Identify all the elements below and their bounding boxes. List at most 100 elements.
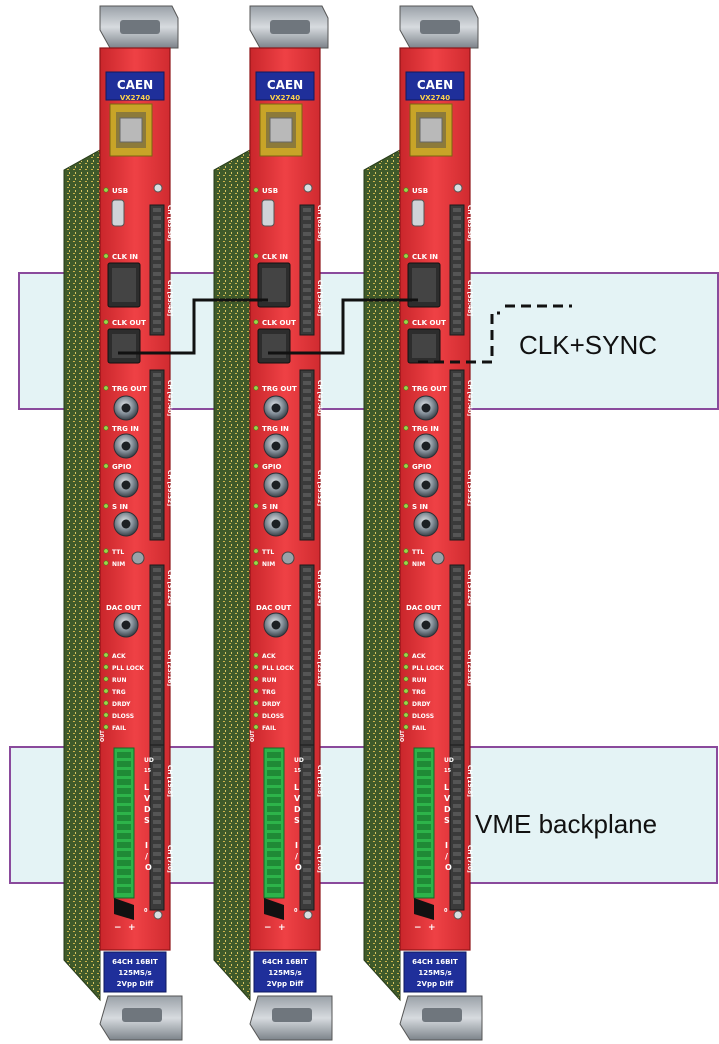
status-led [404, 504, 408, 508]
channel-pin [453, 804, 461, 808]
channel-pin [453, 584, 461, 588]
terminal-screw [417, 851, 431, 857]
channel-pin [303, 592, 311, 596]
dac-out-label: DAC OUT [406, 604, 441, 612]
channel-pin [153, 264, 161, 268]
channel-pin [153, 608, 161, 612]
terminal-screw [117, 851, 131, 857]
handle-slot [270, 20, 310, 34]
channel-pin [303, 208, 311, 212]
zero-label: 0 [144, 908, 148, 914]
channel-pin [453, 616, 461, 620]
channel-pin [153, 493, 161, 497]
status-led [254, 713, 258, 717]
dac-out-label: DAC OUT [256, 604, 291, 612]
zero-label: 0 [444, 908, 448, 914]
plus-label: + [278, 923, 286, 933]
channel-pin [303, 876, 311, 880]
brand-label: CAEN [417, 78, 453, 92]
channel-pin [453, 632, 461, 636]
handle-slot [272, 1008, 312, 1022]
spec-line: 64CH 16BIT [262, 958, 308, 966]
channel-pin [453, 469, 461, 473]
channel-label: CH [55:48] [316, 280, 323, 316]
bnc-pin [272, 404, 281, 413]
trg-out-label: TRG OUT [412, 385, 447, 393]
channel-pin [453, 728, 461, 732]
status-led-label: DLOSS [262, 713, 284, 720]
channel-pin [153, 720, 161, 724]
channel-pin [153, 772, 161, 776]
bnc-pin [272, 621, 281, 630]
io-letter: O [145, 863, 152, 872]
channel-pin [303, 320, 311, 324]
channel-pin [153, 272, 161, 276]
channel-pin [453, 780, 461, 784]
channel-label: CH [15:8] [466, 765, 473, 797]
s-in-label: S IN [412, 503, 428, 511]
status-led [254, 320, 258, 324]
channel-pin [453, 836, 461, 840]
terminal-screw [417, 779, 431, 785]
channel-pin [303, 780, 311, 784]
channel-pin [303, 672, 311, 676]
channel-pin [453, 860, 461, 864]
status-led [404, 725, 408, 729]
channel-pin [153, 828, 161, 832]
channel-pin [453, 477, 461, 481]
ethernet-jack [420, 118, 442, 142]
bnc-pin [122, 404, 131, 413]
usb-port [412, 200, 424, 226]
channel-pin [153, 509, 161, 513]
ttl-label: TTL [112, 549, 124, 556]
channel-pin [153, 688, 161, 692]
panel-screw [454, 911, 462, 919]
clk-out-label: CLK OUT [412, 319, 446, 327]
status-led [254, 386, 258, 390]
status-led [104, 677, 108, 681]
channel-pin [303, 304, 311, 308]
status-led [254, 701, 258, 705]
io-letter: / [295, 852, 298, 861]
terminal-screw [267, 833, 281, 839]
channel-pin [453, 720, 461, 724]
io-letter: O [295, 863, 302, 872]
channel-pin [453, 453, 461, 457]
terminal-screw [267, 797, 281, 803]
spec-line: 2Vpp Diff [267, 980, 304, 988]
panel-screw [154, 184, 162, 192]
channel-pin [453, 429, 461, 433]
channel-pin [453, 788, 461, 792]
channel-pin [303, 493, 311, 497]
brand-label: CAEN [267, 78, 303, 92]
channel-pin [303, 640, 311, 644]
channel-pin [303, 852, 311, 856]
clk-in-label: CLK IN [262, 253, 288, 261]
channel-pin [453, 664, 461, 668]
terminal-screw [417, 869, 431, 875]
channel-pin [453, 764, 461, 768]
ttl-nim-selector [132, 552, 144, 564]
terminal-screw [117, 878, 131, 884]
channel-pin [303, 836, 311, 840]
terminal-screw [117, 797, 131, 803]
channel-pin [153, 624, 161, 628]
ttl-label: TTL [412, 549, 424, 556]
channel-pin [153, 696, 161, 700]
channel-label: CH [55:48] [166, 280, 173, 316]
channel-pin [453, 772, 461, 776]
terminal-screw [117, 788, 131, 794]
model-label: VX2740 [420, 94, 450, 102]
status-led [404, 689, 408, 693]
terminal-screw [117, 842, 131, 848]
minus-label: − [414, 923, 422, 933]
status-led [104, 701, 108, 705]
channel-pin [453, 608, 461, 612]
bnc-pin [122, 481, 131, 490]
channel-pin [153, 216, 161, 220]
channel-label: CH [31:24] [316, 570, 323, 606]
channel-label: CH [7:0] [166, 845, 173, 873]
clk-connector-socket [112, 268, 136, 302]
channel-pin [453, 712, 461, 716]
channel-pin [453, 756, 461, 760]
